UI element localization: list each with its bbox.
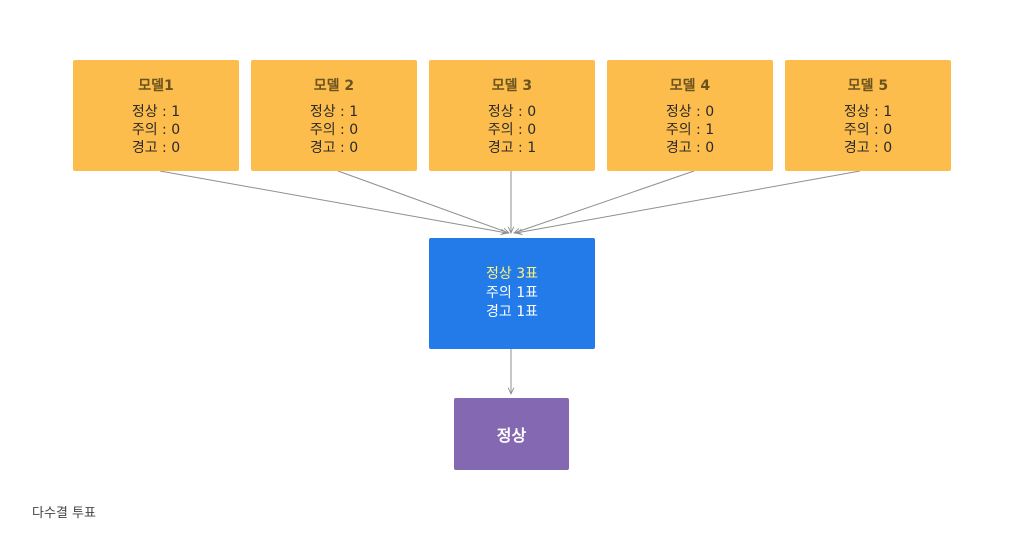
- model-normal-count: 정상 : 1: [843, 104, 893, 120]
- model-title: 모델 4: [669, 78, 711, 94]
- arrow-model1-to-tally: [159, 170, 507, 233]
- model-title: 모델 3: [491, 78, 533, 94]
- model-normal-count: 정상 : 1: [309, 104, 359, 120]
- model-caution-count: 주의 : 0: [487, 122, 537, 138]
- model-caution-count: 주의 : 0: [309, 122, 359, 138]
- model-title: 모델1: [138, 78, 174, 94]
- model-box-5: 모델 5 정상 : 1 주의 : 0 경고 : 0: [785, 60, 951, 171]
- model-warning-count: 경고 : 0: [843, 140, 893, 156]
- model-title: 모델 2: [313, 78, 355, 94]
- tally-caution-votes: 주의 1표: [486, 285, 538, 301]
- final-result-box: 정상: [454, 398, 569, 470]
- model-normal-count: 정상 : 1: [131, 104, 181, 120]
- vote-tally-box: 정상 3표 주의 1표 경고 1표: [429, 238, 595, 349]
- model-box-3: 모델 3 정상 : 0 주의 : 0 경고 : 1: [429, 60, 595, 171]
- arrow-model4-to-tally: [514, 170, 695, 233]
- model-warning-count: 경고 : 0: [131, 140, 181, 156]
- model-title: 모델 5: [847, 78, 889, 94]
- tally-normal-votes: 정상 3표: [486, 266, 538, 282]
- model-caution-count: 주의 : 0: [131, 122, 181, 138]
- model-box-4: 모델 4 정상 : 0 주의 : 1 경고 : 0: [607, 60, 773, 171]
- model-box-1: 모델1 정상 : 1 주의 : 0 경고 : 0: [73, 60, 239, 171]
- arrow-model5-to-tally: [516, 170, 861, 233]
- model-caution-count: 주의 : 1: [665, 122, 715, 138]
- tally-warning-votes: 경고 1표: [486, 304, 538, 320]
- diagram-caption: 다수결 투표: [32, 506, 96, 521]
- model-warning-count: 경고 : 0: [665, 140, 715, 156]
- model-box-2: 모델 2 정상 : 1 주의 : 0 경고 : 0: [251, 60, 417, 171]
- model-normal-count: 정상 : 0: [665, 104, 715, 120]
- final-result-label: 정상: [496, 426, 527, 445]
- arrow-model2-to-tally: [337, 170, 509, 233]
- model-warning-count: 경고 : 0: [309, 140, 359, 156]
- model-warning-count: 경고 : 1: [487, 140, 537, 156]
- model-normal-count: 정상 : 0: [487, 104, 537, 120]
- model-caution-count: 주의 : 0: [843, 122, 893, 138]
